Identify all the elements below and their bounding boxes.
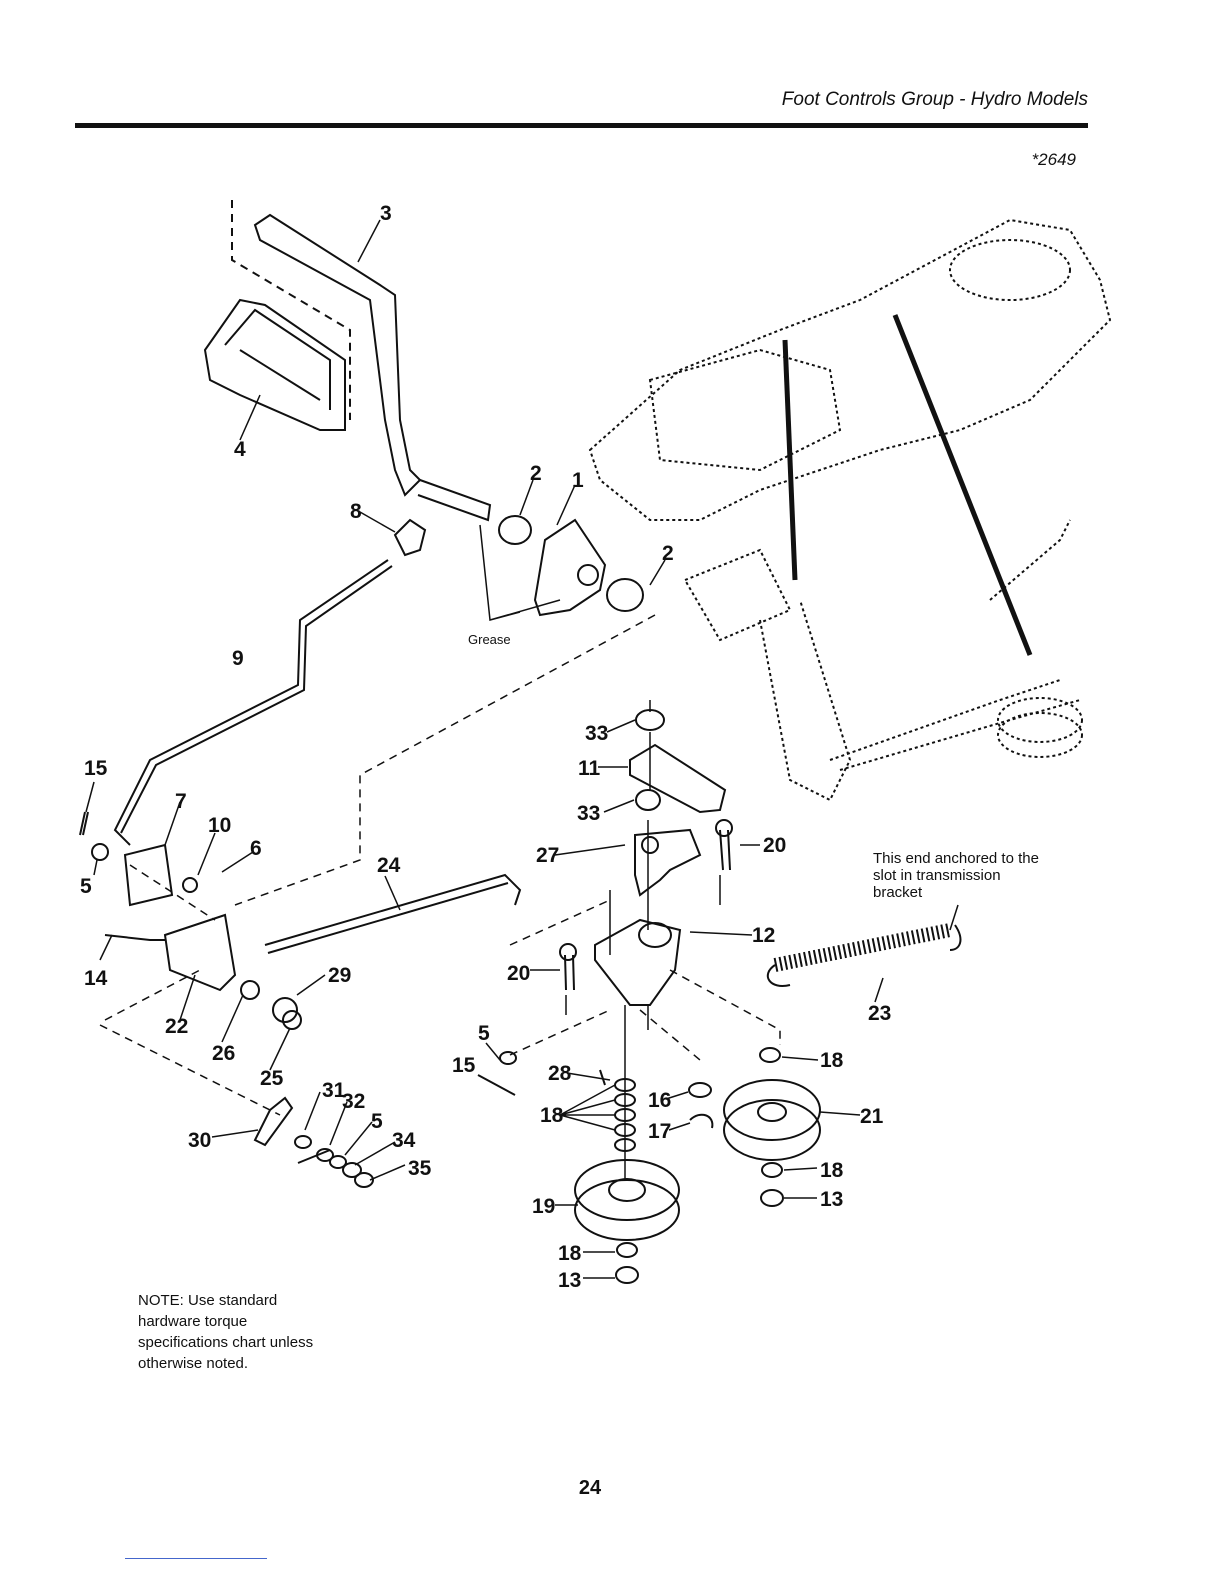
callout-16: 16 [648, 1089, 671, 1112]
callout-11: 11 [578, 757, 601, 780]
callout-7: 7 [175, 790, 187, 813]
pointer-rod-left [782, 339, 798, 581]
pedal-bracket [533, 518, 607, 617]
callout-18: 18 [820, 1049, 844, 1072]
diagram-id: *2649 [1031, 150, 1076, 169]
callout-26: 26 [212, 1042, 235, 1065]
callout-33: 33 [577, 802, 600, 825]
callout-13: 13 [820, 1188, 843, 1211]
callout-23: 23 [868, 1002, 891, 1025]
callout-24: 24 [377, 854, 401, 877]
callout-35: 35 [408, 1157, 432, 1180]
idler-bushing-top [635, 709, 665, 731]
idler-plate [634, 828, 702, 897]
header-rule [75, 123, 1088, 128]
callout-5: 5 [371, 1110, 383, 1133]
callout-34: 34 [392, 1129, 416, 1152]
callout-17: 17 [648, 1120, 671, 1143]
callout-14: 14 [84, 967, 108, 990]
callout-13: 13 [558, 1269, 581, 1292]
callout-21: 21 [860, 1105, 884, 1128]
pointer-rod-right [892, 314, 1033, 656]
callout-12: 12 [752, 924, 775, 947]
callout-1: 1 [572, 469, 584, 492]
page-number: 24 [578, 1477, 602, 1499]
callout-27: 27 [536, 844, 559, 867]
page-header-title: Foot Controls Group - Hydro Models [781, 89, 1088, 110]
callout-8: 8 [350, 500, 362, 523]
callout-10: 10 [208, 814, 231, 837]
callout-22: 22 [165, 1015, 188, 1038]
callout-4: 4 [234, 438, 246, 461]
callout-20: 20 [763, 834, 786, 857]
callout-19: 19 [532, 1195, 555, 1218]
callout-18: 18 [820, 1159, 844, 1182]
bushing-lower [606, 578, 644, 612]
footer-rule [125, 1558, 267, 1559]
callout-25: 25 [260, 1067, 284, 1090]
idler-arm [629, 743, 727, 814]
release-lever [253, 1096, 294, 1147]
control-rod [113, 559, 389, 846]
pedal-arm [231, 200, 492, 522]
shift-rod [264, 873, 522, 946]
idler-pulley-right [723, 1079, 821, 1161]
tractor-frame-outline [588, 218, 1112, 802]
callout-18: 18 [558, 1242, 582, 1265]
grease-label: Grease [468, 632, 511, 647]
callout-3: 3 [380, 202, 392, 225]
link-plate [123, 843, 174, 907]
callout-9: 9 [232, 647, 244, 670]
pivot-plate [594, 918, 682, 1006]
callout-20: 20 [507, 962, 530, 985]
carriage-bolt-right [719, 829, 731, 871]
callout-5: 5 [478, 1022, 490, 1045]
idler-pulley-center [574, 1159, 680, 1241]
callout-28: 28 [548, 1062, 572, 1085]
bushing-upper [498, 515, 532, 545]
pedal-pad [203, 298, 346, 431]
callout-5: 5 [80, 875, 92, 898]
mount-bracket [163, 913, 237, 992]
torque-note: NOTE: Use standard hardware torque speci… [138, 1292, 314, 1372]
callout-29: 29 [328, 964, 351, 987]
callout-15: 15 [452, 1054, 476, 1077]
callout-2: 2 [662, 542, 674, 565]
callout-30: 30 [188, 1129, 211, 1152]
callout-33: 33 [585, 722, 608, 745]
callout-6: 6 [250, 837, 262, 860]
callout-18: 18 [540, 1104, 564, 1127]
callout-2: 2 [530, 462, 542, 485]
rod-knob [393, 518, 427, 557]
callout-15: 15 [84, 757, 108, 780]
callout-32: 32 [342, 1090, 365, 1113]
callout-31: 31 [322, 1079, 346, 1102]
carriage-bolt-left [564, 954, 575, 991]
spring-anchor-note: This end anchored to the slot in transmi… [873, 850, 1039, 901]
tension-spring [773, 923, 952, 972]
